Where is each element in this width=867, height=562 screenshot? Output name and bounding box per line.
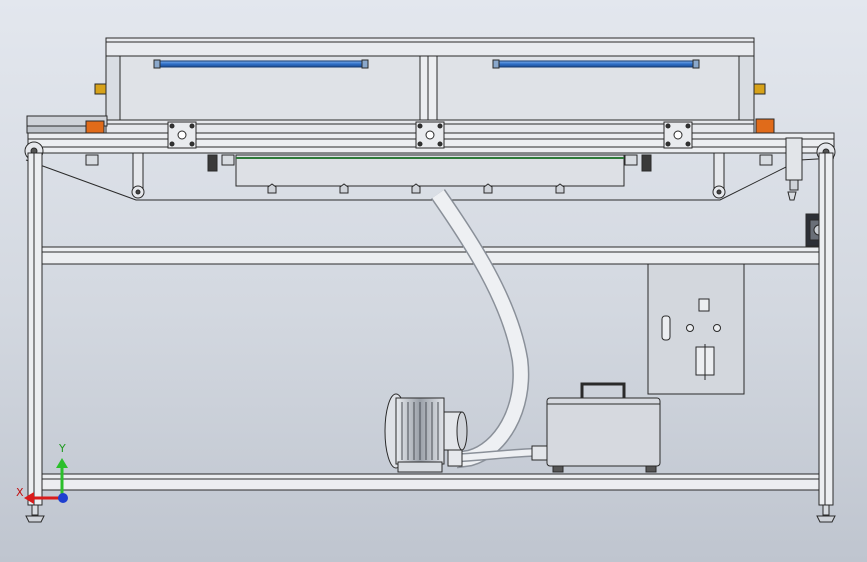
bottom-rail (41, 473, 820, 491)
belt-return-right (430, 157, 835, 201)
bearing-block-1 (167, 121, 197, 149)
bearing-block-2 (415, 121, 445, 149)
control-box (531, 382, 661, 473)
tensioner-right (712, 152, 726, 199)
hood-latch-left[interactable] (94, 83, 107, 95)
nozzle-row (267, 183, 565, 194)
hood-enclosure (105, 37, 755, 134)
coordinate-triad (24, 458, 68, 504)
y-axis-label: Y (59, 442, 66, 455)
orange-stop-left (85, 120, 105, 134)
tensioner-left (131, 152, 145, 199)
uv-lamp-right (492, 59, 700, 69)
foot-left (25, 504, 45, 523)
orange-stop-right (755, 118, 775, 134)
x-axis-label: X (16, 486, 24, 499)
frame-legs (27, 152, 834, 506)
z-axis-dot (58, 493, 68, 503)
middle-rail (41, 246, 820, 265)
electrical-panel (647, 263, 745, 395)
foot-right (816, 504, 836, 523)
vacuum-blower (384, 393, 468, 473)
sensor-left (207, 154, 218, 172)
sensor-right (641, 154, 652, 172)
vacuum-manifold (235, 154, 625, 187)
uv-lamp-left (153, 59, 369, 69)
hood-latch-right[interactable] (753, 83, 766, 95)
bearing-block-3 (663, 121, 693, 149)
